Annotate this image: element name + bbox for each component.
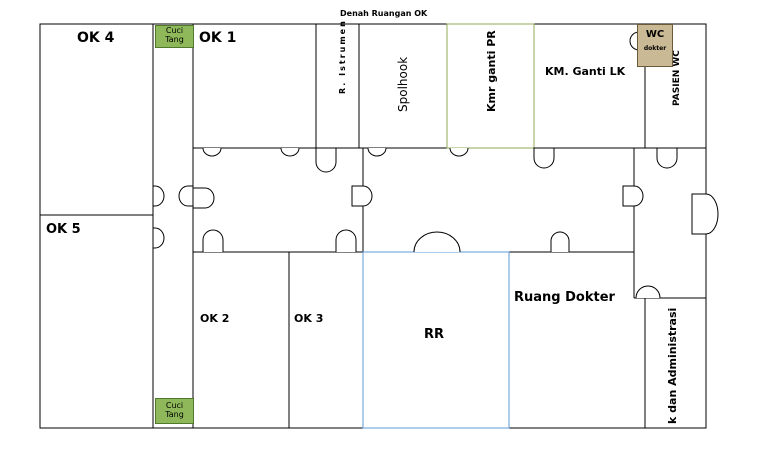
- door-icon: [202, 229, 224, 252]
- door-icon: [413, 231, 461, 253]
- door-icon: [192, 187, 215, 209]
- door-icon: [152, 185, 165, 207]
- door-icon: [202, 147, 222, 157]
- door-icon: [629, 31, 640, 51]
- room-spolhook-label: Spolhook: [396, 56, 410, 112]
- room-ok3-label: OK 3: [294, 312, 324, 325]
- kmr-ganti-pr-outline: [446, 23, 535, 149]
- room-ok2-label: OK 2: [200, 312, 230, 325]
- cuci-tang-bottom-badge: Cuci Tang: [155, 398, 194, 424]
- door-icon: [635, 285, 661, 299]
- door-icon: [622, 185, 644, 207]
- badge-line: Tang: [165, 35, 184, 44]
- door-icon: [367, 147, 387, 157]
- wc-dokter-badge: WC dokter: [637, 24, 673, 67]
- door-icon: [351, 185, 373, 207]
- room-rr-label: RR: [424, 327, 445, 342]
- cuci-tang-top-badge: Cuci Tang: [155, 25, 194, 48]
- room-administrasi-label: k dan Administrasi: [666, 307, 679, 424]
- door-icon: [335, 229, 357, 252]
- door-icon: [280, 147, 300, 157]
- door-icon: [152, 227, 165, 249]
- badge-line: Tang: [165, 410, 184, 419]
- room-ruang-dokter-label: Ruang Dokter: [514, 290, 615, 305]
- wc-label: WC: [645, 29, 665, 40]
- room-km-ganti-lk-label: KM. Ganti LK: [545, 65, 626, 78]
- door-icon: [533, 147, 555, 169]
- page-title: Denah Ruangan OK: [340, 9, 428, 18]
- door-icon: [656, 147, 678, 169]
- door-icon: [691, 193, 719, 235]
- badge-line: Cuci: [165, 401, 184, 410]
- door-icon: [449, 147, 469, 157]
- wc-dokter-label: dokter: [643, 45, 667, 52]
- room-pasien-wc-label: PASIEN WC: [672, 50, 682, 106]
- outer-wall: [39, 23, 707, 429]
- door-icon: [178, 185, 194, 207]
- room-ok1-label: OK 1: [199, 30, 237, 46]
- room-r-istrumen-label: R. Istrumen: [338, 19, 347, 94]
- room-kmr-ganti-pr-label: Kmr ganti PR: [485, 30, 498, 112]
- room-ok4-label: OK 4: [77, 30, 115, 46]
- badge-line: Cuci: [165, 26, 184, 35]
- door-icon: [315, 147, 337, 173]
- door-icon: [550, 231, 570, 252]
- room-ok5-label: OK 5: [46, 222, 81, 237]
